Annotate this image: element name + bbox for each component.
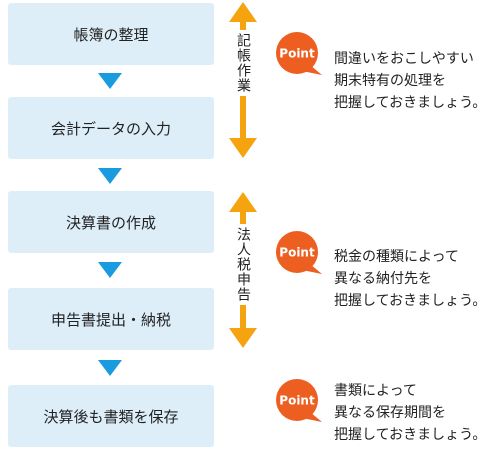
point-badge-label: Point — [279, 47, 315, 61]
point-badge: Point — [276, 231, 322, 274]
down-arrow-icon — [98, 168, 122, 184]
step-label: 決算後も書類を保存 — [43, 407, 179, 426]
step-data-entry: 会計データの入力 — [8, 97, 214, 159]
phase-label-bookkeeping: 記帳作業 — [231, 30, 255, 96]
step-label: 申告書提出・納税 — [50, 310, 171, 329]
note-line: 把握しておきましょう。 — [334, 293, 487, 309]
point-note-2: 税金の種類によって 異なる納付先を 把握しておきましょう。 — [334, 246, 500, 312]
point-badge: Point — [276, 32, 322, 75]
point-badge-label: Point — [279, 394, 315, 408]
step-document-retention: 決算後も書類を保存 — [8, 385, 214, 447]
step-label: 会計データの入力 — [50, 119, 171, 138]
note-line: 異なる納付先を — [334, 271, 432, 287]
down-arrow-icon — [98, 360, 122, 376]
step-financial-statements: 決算書の作成 — [8, 191, 214, 253]
step-tax-filing: 申告書提出・納税 — [8, 288, 214, 350]
note-line: 間違いをおこしやすい — [334, 51, 474, 67]
point-badge: Point — [276, 379, 322, 422]
step-label: 帳簿の整理 — [73, 25, 149, 44]
note-line: 期末特有の処理を — [334, 73, 446, 89]
point-note-1: 間違いをおこしやすい 期末特有の処理を 把握しておきましょう。 — [334, 48, 500, 114]
step-bookkeeping: 帳簿の整理 — [8, 3, 214, 65]
note-line: 異なる保存期間を — [334, 405, 446, 421]
note-line: 税金の種類によって — [334, 249, 459, 265]
phase-label-corporate-tax: 法人税申告 — [231, 224, 255, 305]
point-note-3: 書類によって 異なる保存期間を 把握しておきましょう。 — [334, 380, 500, 446]
note-line: 把握しておきましょう。 — [334, 95, 487, 111]
step-label: 決算書の作成 — [65, 213, 156, 232]
down-arrow-icon — [98, 262, 122, 278]
note-line: 書類によって — [334, 383, 417, 399]
note-line: 把握しておきましょう。 — [334, 427, 487, 443]
point-badge-label: Point — [279, 246, 315, 260]
down-arrow-icon — [98, 73, 122, 89]
